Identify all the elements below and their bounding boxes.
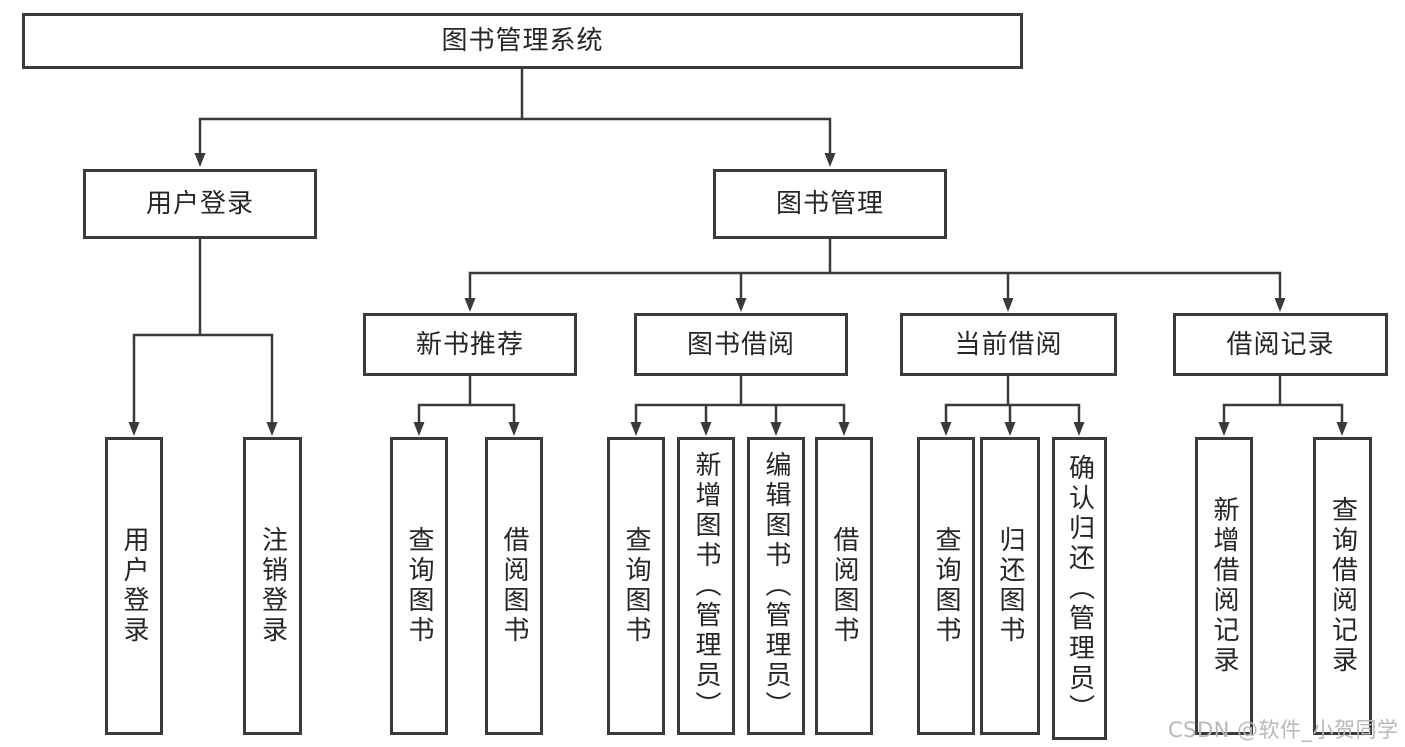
leaf-return-books: 归还图书: [980, 437, 1040, 735]
arrowhead: [1002, 298, 1014, 312]
node-current-borrow: 当前借阅: [900, 313, 1117, 376]
arrowhead: [770, 422, 782, 436]
leaf-borrow-books-recommend: 借阅图书: [485, 437, 543, 735]
arrowhead: [1218, 422, 1230, 436]
arrowhead: [266, 422, 278, 436]
leaf-query-books-recommend: 查询图书: [390, 437, 448, 735]
arrowhead: [940, 422, 952, 436]
leaf-borrow-books: 借阅图书: [815, 437, 873, 735]
node-borrow-records: 借阅记录: [1173, 313, 1388, 376]
arrowhead: [824, 153, 836, 167]
arrowhead: [128, 422, 140, 436]
node-user-login: 用户登录: [83, 169, 317, 239]
arrowhead: [413, 422, 425, 436]
arrowhead: [838, 422, 850, 436]
arrowhead: [1073, 422, 1085, 436]
node-library-management-system: 图书管理系统: [22, 13, 1023, 69]
arrowhead: [508, 422, 520, 436]
csdn-watermark: CSDN @软件_小贺同学: [1168, 718, 1399, 742]
arrowhead: [1274, 298, 1286, 312]
leaf-query-borrow-record: 查询借阅记录: [1313, 437, 1372, 735]
arrowhead: [194, 153, 206, 167]
node-book-management: 图书管理: [713, 169, 947, 239]
leaf-user-login: 用户登录: [105, 437, 163, 735]
leaf-edit-books-admin: 编辑图书（管理员）: [747, 437, 805, 735]
arrowhead: [464, 298, 476, 312]
leaf-query-books-borrow: 查询图书: [607, 437, 665, 735]
arrowhead: [735, 298, 747, 312]
arrowhead: [630, 422, 642, 436]
node-new-book-recommend: 新书推荐: [363, 313, 577, 376]
arrowhead: [700, 422, 712, 436]
node-book-borrow: 图书借阅: [634, 313, 848, 376]
leaf-query-books-current: 查询图书: [917, 437, 975, 735]
arrowhead: [1004, 422, 1016, 436]
leaf-logout: 注销登录: [243, 437, 302, 735]
leaf-add-borrow-record: 新增借阅记录: [1195, 437, 1253, 735]
leaf-add-books-admin: 新增图书（管理员）: [677, 437, 735, 735]
arrowhead: [1336, 422, 1348, 436]
leaf-confirm-return-admin: 确认归还（管理员）: [1052, 437, 1107, 740]
